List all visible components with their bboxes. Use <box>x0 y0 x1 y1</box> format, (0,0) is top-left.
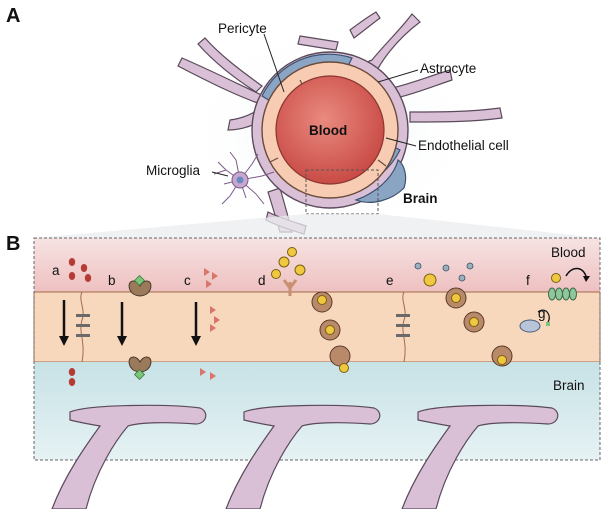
label-microglia: Microglia <box>146 163 201 178</box>
leader-lines <box>211 33 419 177</box>
receptor-d <box>282 279 298 296</box>
label-blood-b: Blood <box>551 245 586 260</box>
panel-b-frame <box>33 237 601 461</box>
pathway-e: e <box>386 273 394 288</box>
pathway-c: c <box>184 273 191 288</box>
pathway-d: d <box>258 273 266 288</box>
arrow-c <box>191 302 201 346</box>
arrow-b <box>117 302 127 346</box>
cell-boundaries <box>80 291 406 363</box>
pathway-b: b <box>108 273 116 288</box>
panel-b-label: B <box>6 233 20 255</box>
blood-lumen <box>275 75 385 185</box>
endothelial-junction-3 <box>269 157 279 163</box>
pericyte-lower-body <box>354 159 407 203</box>
label-brain-a: Brain <box>403 191 438 206</box>
pathway-f: f <box>526 273 530 288</box>
panel-a-label: A <box>6 5 20 27</box>
label-astrocyte: Astrocyte <box>420 61 476 76</box>
transcellular-molecules <box>200 268 220 380</box>
paracellular-particles <box>68 258 92 386</box>
pathway-g: g <box>538 306 546 321</box>
transporter-bottom <box>128 356 152 381</box>
endothelial-junction-2 <box>377 159 387 167</box>
enzyme-g <box>519 309 550 333</box>
blood-zone <box>34 238 600 292</box>
nanoparticle-cluster-d <box>271 247 306 279</box>
label-pericyte: Pericyte <box>218 21 267 36</box>
pathway-a: a <box>52 263 60 278</box>
label-endothelial-cell: Endothelial cell <box>418 138 509 153</box>
nanoparticle-cluster-e <box>414 262 513 367</box>
zoom-projection <box>34 214 600 238</box>
transporter-top <box>128 274 152 297</box>
label-blood-a: Blood <box>309 123 347 138</box>
microglia-nucleus <box>236 176 244 184</box>
arrow-a <box>59 300 69 346</box>
tight-junctions <box>76 314 410 337</box>
label-brain-b: Brain <box>553 378 585 393</box>
vesicles-d <box>311 291 351 373</box>
astrocyte-endfeet-b <box>51 404 559 509</box>
efflux-pump <box>548 267 590 301</box>
